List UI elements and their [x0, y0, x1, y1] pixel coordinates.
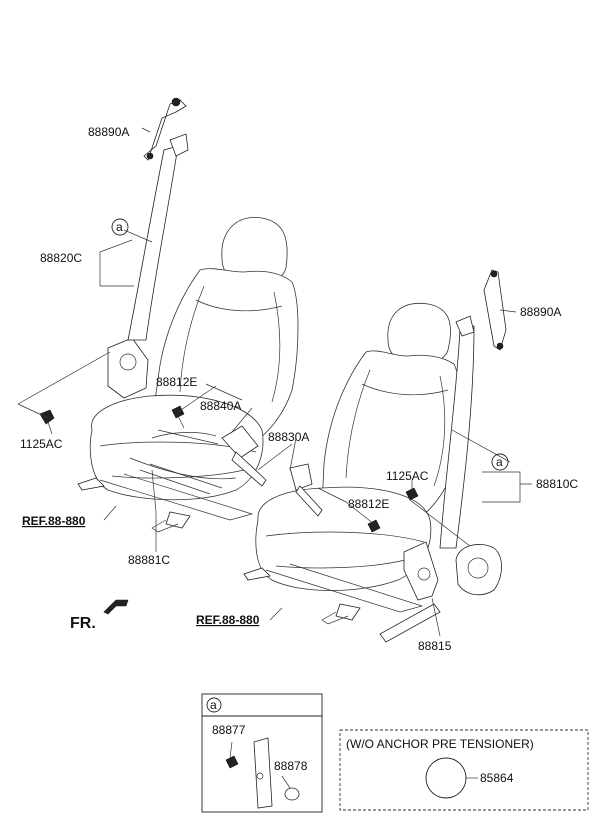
svg-text:a: a: [210, 698, 217, 712]
svg-text:FR.: FR.: [70, 615, 96, 632]
label-88881c: 88881C: [128, 553, 170, 567]
callout-a-right: a: [491, 453, 509, 471]
note-box-title: (W/O ANCHOR PRE TENSIONER): [346, 737, 534, 751]
svg-text:REF.88-880: REF.88-880: [196, 613, 260, 627]
ref-right: REF.88-880: [196, 613, 260, 627]
left-seat: [17, 97, 299, 533]
label-88812e-left: 88812E: [156, 375, 197, 389]
front-indicator: FR.: [70, 599, 129, 632]
svg-text:REF.88-880: REF.88-880: [22, 514, 86, 528]
label-1125ac-right: 1125AC: [386, 469, 429, 483]
label-88890a-top: 88890A: [88, 125, 129, 139]
label-88815: 88815: [418, 639, 452, 653]
front-arrow-icon: [103, 599, 129, 615]
label-88890a-right: 88890A: [520, 305, 561, 319]
svg-text:a: a: [496, 455, 503, 469]
label-88820c: 88820C: [40, 251, 82, 265]
detail-box-a: a 88877 88878: [201, 693, 323, 813]
label-88812e-right: 88812E: [348, 497, 389, 511]
callout-a-left: a: [111, 218, 129, 236]
right-seat: [243, 269, 507, 643]
label-88877: 88877: [212, 723, 246, 737]
note-box: (W/O ANCHOR PRE TENSIONER) 85864: [339, 729, 589, 811]
label-1125ac-left: 1125AC: [20, 437, 63, 451]
label-88830a: 88830A: [268, 430, 309, 444]
label-88840a: 88840A: [200, 399, 241, 413]
label-88878: 88878: [274, 759, 308, 773]
ref-left: REF.88-880: [22, 514, 86, 528]
label-88810c: 88810C: [536, 477, 578, 491]
leader-lines: [99, 229, 532, 637]
svg-text:a: a: [116, 220, 123, 234]
label-85864: 85864: [480, 771, 514, 785]
